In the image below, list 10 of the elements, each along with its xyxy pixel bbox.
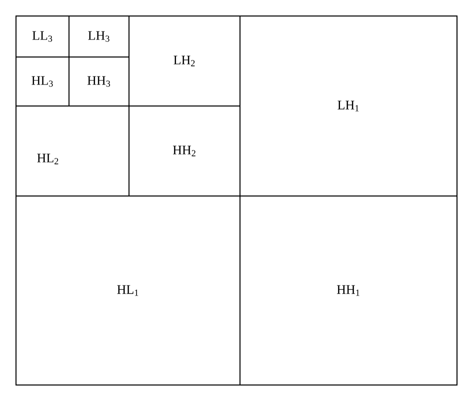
subband-cell: LH$_{1}$	[240, 16, 458, 196]
subband-cell: HL$_{3}$	[16, 56, 70, 106]
subband-cell: HL$_{2}$	[16, 106, 130, 196]
subband-cell: HH$_{3}$	[68, 56, 130, 106]
subband-cell: HH$_{2}$	[128, 106, 240, 196]
subband-cell: LH$_{3}$	[68, 16, 130, 58]
subband-cell: LH$_{2}$	[128, 16, 240, 106]
subband-cell: LL$_{3}$	[16, 16, 70, 58]
subband-cell: HH$_{1}$	[240, 196, 458, 386]
subband-cell: HL$_{1}$	[16, 196, 240, 386]
